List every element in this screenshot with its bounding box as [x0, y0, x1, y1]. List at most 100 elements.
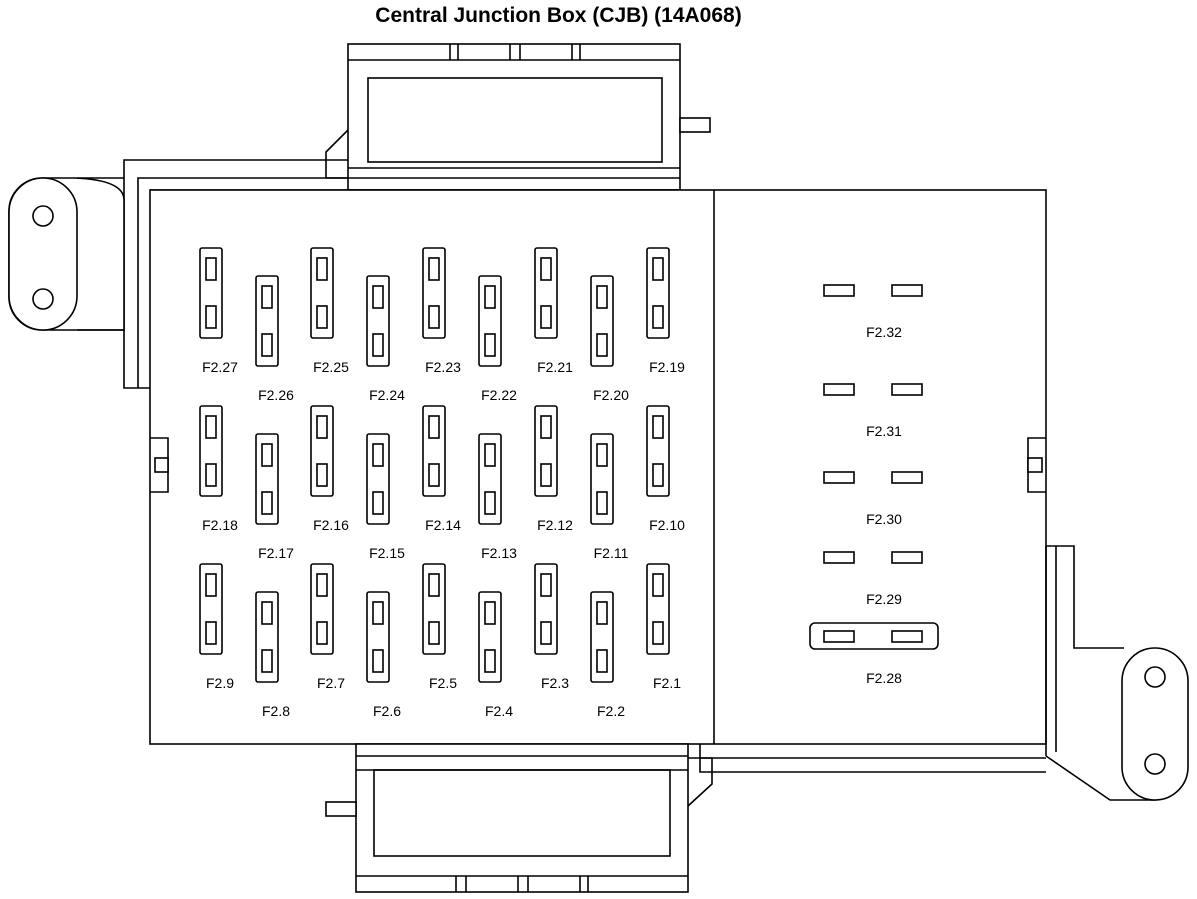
fuse-f2-14: F2.14	[422, 405, 461, 533]
fuse-terminal	[372, 285, 384, 309]
fuse-body	[646, 563, 670, 655]
fuse-label: F2.10	[649, 517, 685, 533]
fuse-label: F2.26	[258, 387, 294, 403]
fuse-terminal	[891, 383, 923, 396]
fuse-f2-12: F2.12	[534, 405, 573, 533]
fuse-body	[310, 247, 334, 339]
fuse-body	[478, 275, 502, 367]
left-frame	[8, 159, 680, 389]
fuse-terminal	[891, 551, 923, 564]
fuse-label: F2.24	[369, 387, 405, 403]
fuse-body	[366, 275, 390, 367]
fuse-terminal	[891, 471, 923, 484]
fuse-f2-21: F2.21	[534, 247, 573, 375]
fuse-terminal	[540, 463, 552, 487]
fuse-body	[422, 247, 446, 339]
fuse-body	[422, 563, 446, 655]
fuse-label: F2.12	[537, 517, 573, 533]
fuse-terminal	[428, 621, 440, 645]
fuse-f2-2: F2.2	[590, 591, 625, 719]
fuse-f2-30: F2.30	[823, 471, 923, 527]
fuse-terminal	[261, 333, 273, 357]
fuse-label: F2.6	[373, 703, 401, 719]
fuse-f2-7: F2.7	[310, 563, 345, 691]
fuse-body	[478, 433, 502, 525]
fuse-terminal	[316, 573, 328, 597]
fuse-terminal	[652, 463, 664, 487]
fuse-terminal	[428, 463, 440, 487]
fuse-label: F2.23	[425, 359, 461, 375]
fuse-body	[590, 591, 614, 683]
fuse-label: F2.5	[429, 675, 457, 691]
fuse-terminal	[261, 491, 273, 515]
fuse-label: F2.3	[541, 675, 569, 691]
bottom-connector	[325, 743, 713, 893]
fuse-body	[255, 433, 279, 525]
fuse-terminal	[261, 443, 273, 467]
fuse-label: F2.22	[481, 387, 517, 403]
fuse-terminal	[205, 305, 217, 329]
fuse-body	[646, 405, 670, 497]
fuse-terminal	[540, 573, 552, 597]
fuse-label: F2.25	[313, 359, 349, 375]
fuse-terminal	[540, 621, 552, 645]
fuse-terminal	[428, 305, 440, 329]
fuse-body	[255, 275, 279, 367]
fuse-f2-8: F2.8	[255, 591, 290, 719]
fuse-f2-10: F2.10	[646, 405, 685, 533]
fuse-label: F2.7	[317, 675, 345, 691]
fuse-terminal	[652, 305, 664, 329]
fuse-terminal	[484, 491, 496, 515]
diagram-title: Central Junction Box (CJB) (14A068)	[375, 4, 742, 27]
fuse-terminal	[596, 649, 608, 673]
fuse-f2-26: F2.26	[255, 275, 294, 403]
fuse-terminal	[652, 415, 664, 439]
fuse-terminal	[316, 305, 328, 329]
fuse-terminal	[428, 257, 440, 281]
fuse-f2-23: F2.23	[422, 247, 461, 375]
fuse-label: F2.1	[653, 675, 681, 691]
fuse-terminal	[205, 463, 217, 487]
fuse-f2-19: F2.19	[646, 247, 685, 375]
fuse-label: F2.15	[369, 545, 405, 561]
fuse-terminal	[316, 257, 328, 281]
fuse-body	[590, 275, 614, 367]
fuse-f2-28: F2.28	[809, 622, 939, 686]
fuse-body	[534, 563, 558, 655]
fuse-body	[310, 563, 334, 655]
fuse-terminal	[316, 621, 328, 645]
fuse-label: F2.31	[866, 423, 902, 439]
fuse-label: F2.19	[649, 359, 685, 375]
fuse-f2-4: F2.4	[478, 591, 513, 719]
fuse-label: F2.9	[206, 675, 234, 691]
fuse-f2-18: F2.18	[199, 405, 238, 533]
fuse-label: F2.11	[594, 545, 629, 561]
fuse-terminal	[372, 649, 384, 673]
fuse-f2-3: F2.3	[534, 563, 569, 691]
fuse-f2-17: F2.17	[255, 433, 294, 561]
fuse-body	[590, 433, 614, 525]
fuse-terminal	[261, 285, 273, 309]
fuse-f2-20: F2.20	[590, 275, 629, 403]
fuse-terminal	[484, 601, 496, 625]
fuse-f2-15: F2.15	[366, 433, 405, 561]
fuse-label: F2.16	[313, 517, 349, 533]
fuse-terminal	[540, 257, 552, 281]
fuse-label: F2.17	[258, 545, 294, 561]
fuse-terminal	[428, 573, 440, 597]
fuse-label: F2.30	[866, 511, 902, 527]
fuse-terminal	[652, 573, 664, 597]
fuse-body	[366, 591, 390, 683]
fuse-label: F2.21	[537, 359, 573, 375]
fuse-terminal	[316, 415, 328, 439]
fuse-label: F2.32	[866, 324, 902, 340]
fuse-terminal	[652, 621, 664, 645]
fuse-body	[310, 405, 334, 497]
fuse-f2-6: F2.6	[366, 591, 401, 719]
fuse-terminal	[428, 415, 440, 439]
fuse-terminal	[372, 443, 384, 467]
fuse-f2-27: F2.27	[199, 247, 238, 375]
fuse-terminal	[316, 463, 328, 487]
